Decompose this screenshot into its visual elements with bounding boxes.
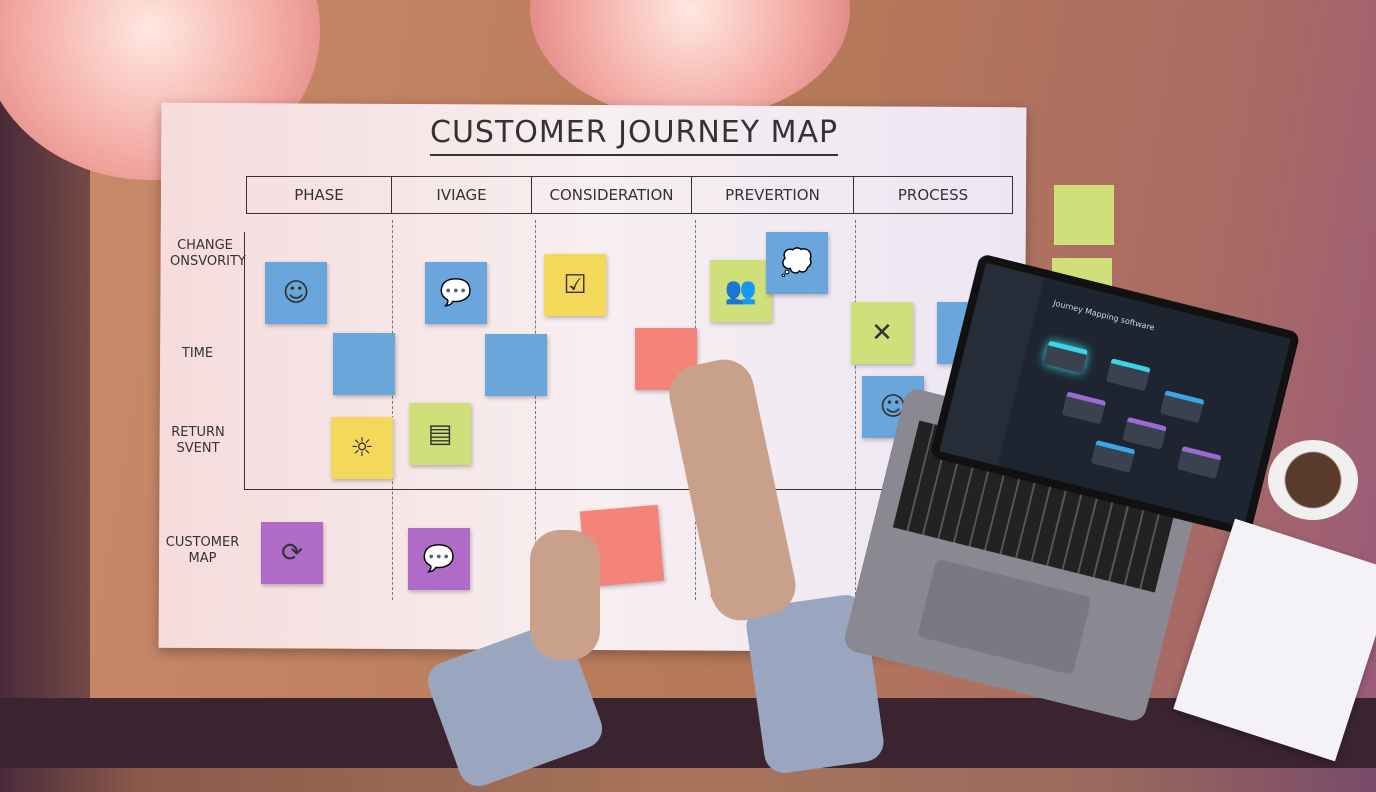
flow-node [1106, 358, 1151, 392]
laptop-trackpad [917, 558, 1092, 676]
screen-title: Journey Mapping software [1052, 298, 1156, 333]
sticky-note-cycle-icon: ⟳ [261, 522, 323, 584]
phase-3: CONSIDERATION [531, 176, 691, 214]
sticky-note-blank [485, 334, 547, 396]
poster-title: CUSTOMER JOURNEY MAP [430, 115, 839, 156]
sticky-note-person-icon: ✕ [851, 302, 913, 364]
sticky-note-chat-user-icon: 💭 [766, 232, 828, 294]
sticky-note-blank [333, 333, 395, 395]
flow-node [1090, 439, 1136, 473]
flow-node [1159, 390, 1205, 424]
column-divider [392, 220, 393, 600]
row-label-1: CHANGE ONSVORITY [170, 238, 246, 269]
phase-1: PHASE [246, 176, 391, 214]
flow-node [1061, 391, 1107, 425]
coffee-cup [1268, 440, 1358, 520]
sticky-note-chat-icon: 💬 [425, 262, 487, 324]
grid-frame [244, 232, 904, 490]
flow-node [1122, 416, 1167, 450]
column-divider [535, 220, 536, 600]
sticky-note-checklist-icon: ☑ [544, 254, 606, 316]
column-divider [855, 220, 856, 600]
sticky-note-people-icon: 👥 [710, 260, 772, 322]
flow-node [1043, 340, 1089, 374]
row-label-3: RETURN SVENT [171, 425, 225, 456]
person-hand-left [530, 530, 600, 660]
row-label-4: CUSTOMER MAP [165, 535, 240, 566]
sticky-note-sun-icon: ☼ [331, 417, 393, 479]
sticky-note-browser-icon: ▤ [409, 403, 471, 465]
sticky-note-desk [1054, 185, 1114, 245]
row-label-2: TIME [181, 346, 214, 361]
phase-4: PREVERTION [691, 176, 853, 214]
floor [0, 698, 1376, 768]
phase-2: IVIAGE [391, 176, 531, 214]
flow-node [1176, 445, 1222, 479]
sticky-note-chat-icon: 💬 [408, 528, 470, 590]
sticky-note-user-icon: ☺ [265, 262, 327, 324]
phase-5: PROCESS [853, 176, 1013, 214]
